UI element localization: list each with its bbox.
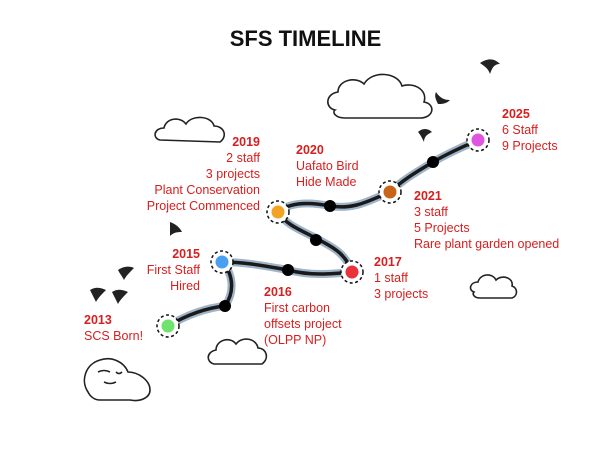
milestone-marker-2021 (378, 180, 402, 204)
milestone-year: 2017 (374, 255, 402, 269)
milestone-year: 2016 (264, 285, 292, 299)
bird-icon (418, 129, 432, 142)
milestone-text: Plant Conservation (154, 183, 260, 197)
milestone-year: 2020 (296, 143, 324, 157)
milestone-text: Project Commenced (146, 199, 260, 213)
milestone-2019-label: 2019 2 staff 3 projects Plant Conservati… (120, 134, 260, 214)
cloud-icon (207, 338, 268, 365)
milestone-text: First Staff (146, 263, 200, 277)
milestone-2020-label: 2020 Uafato Bird Hide Made (296, 142, 359, 190)
timeline-dot (282, 264, 294, 276)
milestone-marker-2017 (340, 260, 364, 284)
milestone-text: 1 staff (374, 271, 408, 285)
milestone-text: 9 Projects (502, 139, 558, 153)
milestone-text: offsets project (264, 317, 342, 331)
milestone-text: (OLPP NP) (264, 333, 327, 347)
milestone-year: 2025 (502, 107, 530, 121)
milestone-marker-2013 (156, 314, 180, 338)
milestone-text: Hired (170, 279, 200, 293)
milestone-text: First carbon (264, 301, 330, 315)
milestone-text: SCS Born! (84, 329, 144, 343)
milestone-text: 6 Staff (502, 123, 538, 137)
bird-icon (118, 266, 134, 280)
milestone-marker-2019 (266, 200, 290, 224)
sleeping-baby-icon (83, 357, 151, 402)
milestone-2016-label: 2016 First carbon offsets project (OLPP … (264, 284, 342, 348)
timeline-dot (310, 234, 322, 246)
milestone-text: Uafato Bird (296, 159, 359, 173)
milestone-2015-label: 2015 First Staff Hired (140, 246, 200, 294)
bird-icon (435, 92, 450, 104)
milestone-2025-label: 2025 6 Staff 9 Projects (502, 106, 558, 154)
milestone-text: 2 staff (226, 151, 260, 165)
timeline-dot (219, 300, 231, 312)
milestone-text: 3 projects (205, 167, 260, 181)
cloud-icon (469, 274, 518, 299)
milestone-2013-label: 2013 SCS Born! (84, 312, 143, 344)
milestone-marker-2025 (466, 128, 490, 152)
milestone-year: 2015 (172, 247, 200, 261)
milestone-text: Rare plant garden opened (414, 237, 560, 251)
bird-icon (170, 222, 182, 236)
milestone-text: 3 staff (414, 205, 448, 219)
cloud-icon (327, 73, 433, 119)
milestone-2017-label: 2017 1 staff 3 projects (374, 254, 428, 302)
milestone-year: 2021 (414, 189, 442, 203)
milestone-text: Hide Made (296, 175, 357, 189)
bird-icon (112, 289, 128, 304)
bird-icon (480, 59, 500, 74)
milestone-text: 5 Projects (414, 221, 470, 235)
milestone-year: 2013 (84, 313, 112, 327)
milestone-2021-label: 2021 3 staff 5 Projects Rare plant garde… (414, 188, 559, 252)
timeline-dot (324, 200, 336, 212)
timeline-dot (427, 156, 439, 168)
milestone-marker-2015 (210, 250, 234, 274)
cloud-icon (154, 116, 226, 143)
milestone-year: 2019 (232, 135, 260, 149)
bird-icon (90, 287, 106, 302)
page-title: SFS TIMELINE (229, 26, 382, 51)
milestone-text: 3 projects (374, 287, 429, 301)
